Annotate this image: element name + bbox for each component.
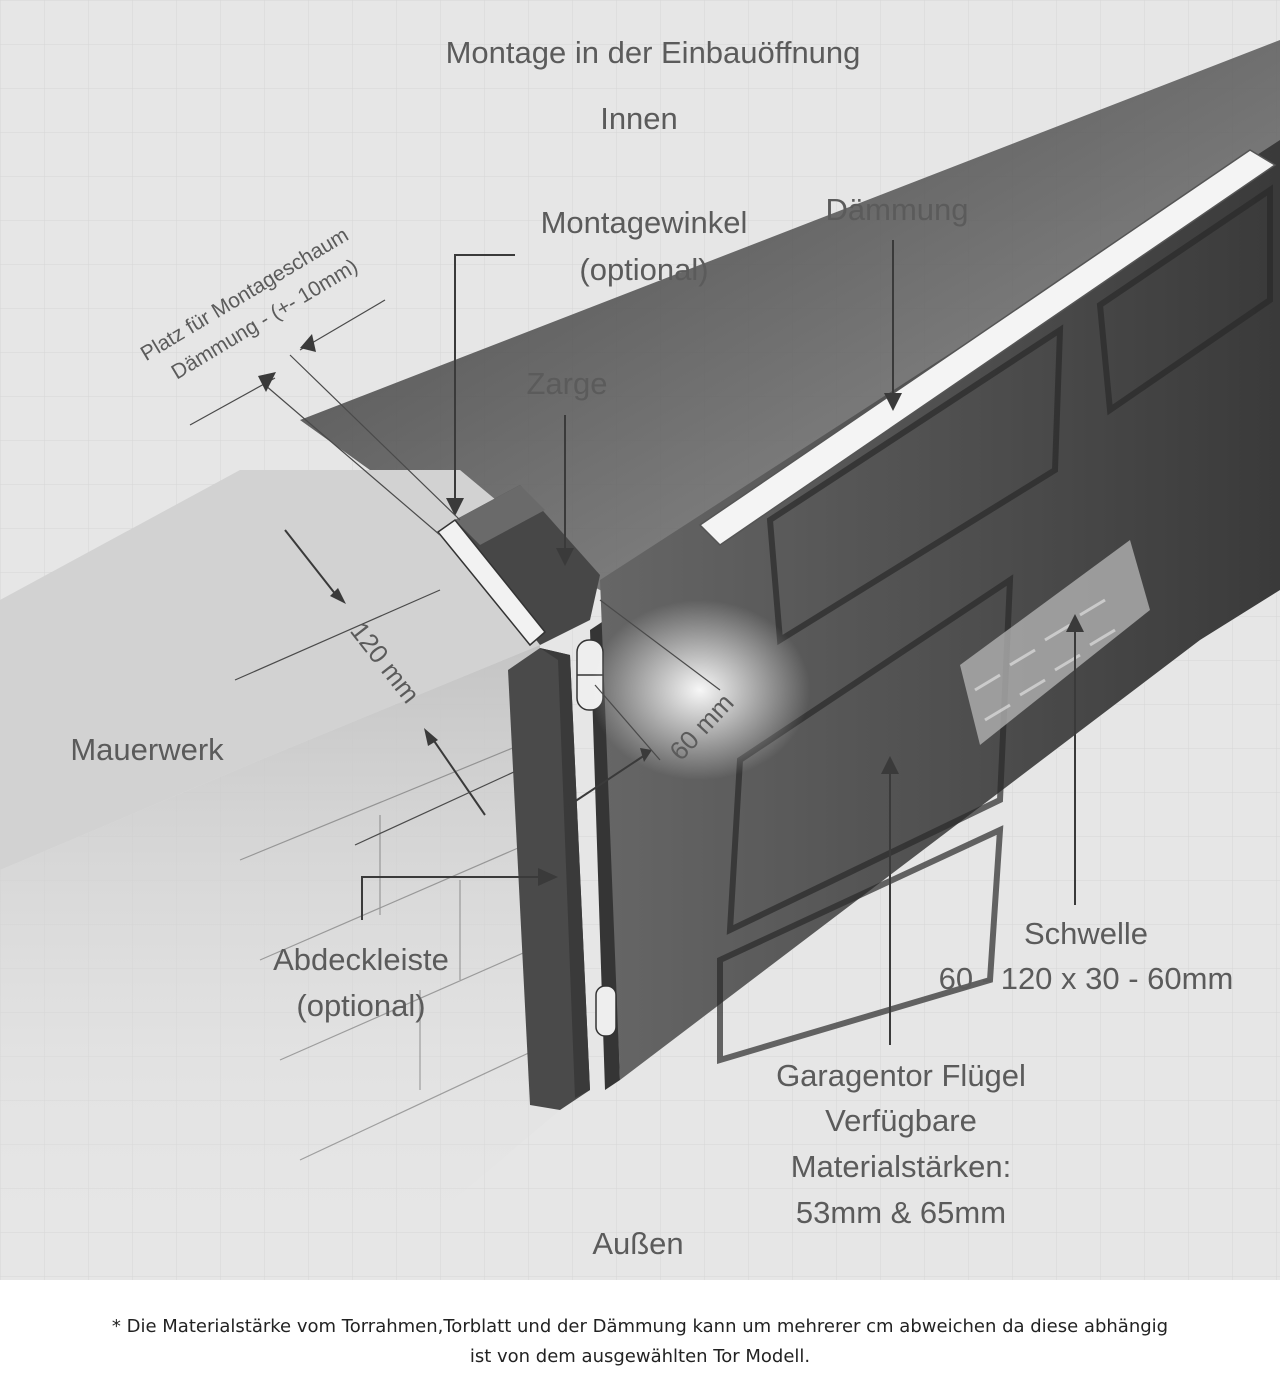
- light-glow: [590, 600, 810, 780]
- insulation-label: Dämmung: [826, 192, 969, 227]
- masonry-wall: [0, 645, 560, 1280]
- frame-label: Zarge: [527, 366, 608, 401]
- wall-top-surface: [0, 470, 540, 870]
- threshold-label-2: 60 - 120 x 30 - 60mm: [939, 961, 1234, 996]
- frame-dim-ext-1: [599, 599, 721, 691]
- foam-arrow-left: [258, 372, 276, 392]
- outside-label: Außen: [592, 1226, 683, 1261]
- foam-dim-line-right: [299, 299, 386, 351]
- cover-strip-leader: [361, 876, 548, 920]
- diagram-svg: Montage in der Einbauöffnung Innen Monta…: [0, 0, 1280, 1280]
- door-panels: [717, 184, 1273, 1065]
- masonry-label: Mauerwerk: [70, 732, 224, 767]
- footnote-line-2: ist von dem ausgewählten Tor Modell.: [469, 1346, 811, 1367]
- mounting-bracket-label-2: (optional): [579, 252, 708, 287]
- insulation-strip: [698, 149, 1277, 546]
- mounting-bracket-arrow: [446, 498, 464, 516]
- cover-strip-side: [540, 648, 590, 1098]
- footnote: * Die Materialstärke vom Torrahmen,Torbl…: [20, 1312, 1260, 1372]
- door-leaf: [600, 140, 1280, 1080]
- door-leaf-label-2: Verfügbare: [825, 1103, 977, 1138]
- insulation-arrow: [884, 393, 902, 411]
- foam-ext-2: [289, 354, 461, 521]
- frame-dim-ext-2: [594, 684, 661, 761]
- frame-post: [590, 620, 620, 1090]
- interior-shadow: [300, 40, 1280, 600]
- inside-label: Innen: [600, 101, 678, 136]
- foam-dim-line-left: [189, 377, 276, 426]
- hinge-lower: [595, 985, 617, 1037]
- wall-dim-arrow-top: [284, 529, 341, 601]
- frame-top: [455, 485, 545, 545]
- mounting-bracket-label-1: Montagewinkel: [541, 205, 748, 240]
- installation-diagram: Montage in der Einbauöffnung Innen Monta…: [0, 0, 1280, 1280]
- door-leaf-label-1: Garagentor Flügel: [776, 1058, 1026, 1093]
- footnote-line-1: * Die Materialstärke vom Torrahmen,Torbl…: [111, 1316, 1169, 1337]
- wall-dim-ext-2: [354, 759, 541, 846]
- threshold-plate: [960, 540, 1150, 745]
- threshold-label-1: Schwelle: [1024, 916, 1148, 951]
- foam-arrow-right: [300, 334, 316, 352]
- frame-dim-arrow: [564, 754, 646, 809]
- door-leaf-label-3: Materialstärken:: [791, 1149, 1012, 1184]
- mounting-bracket: [436, 518, 547, 647]
- tread-pattern: [974, 598, 1116, 722]
- wall-dim-ext-1: [234, 589, 441, 681]
- threshold-arrow: [1066, 614, 1084, 632]
- door-leaf-label-4: 53mm & 65mm: [796, 1195, 1006, 1230]
- door-leaf-arrow: [881, 756, 899, 774]
- wall-dim-head-bottom: [424, 728, 438, 746]
- foam-ext-1: [264, 384, 441, 536]
- cover-strip-label-1: Abdeckleiste: [273, 942, 449, 977]
- wall-dim-head-top: [330, 588, 346, 604]
- wall-dim-arrow-bottom: [429, 734, 486, 816]
- cover-strip-arrow: [538, 868, 558, 886]
- cover-strip-label-2: (optional): [296, 988, 425, 1023]
- brick-lines: [239, 744, 536, 1161]
- frame-dim-head: [640, 748, 652, 762]
- mounting-bracket-leader: [454, 254, 515, 510]
- title-label: Montage in der Einbauöffnung: [446, 35, 861, 70]
- frame-arrow: [556, 548, 574, 566]
